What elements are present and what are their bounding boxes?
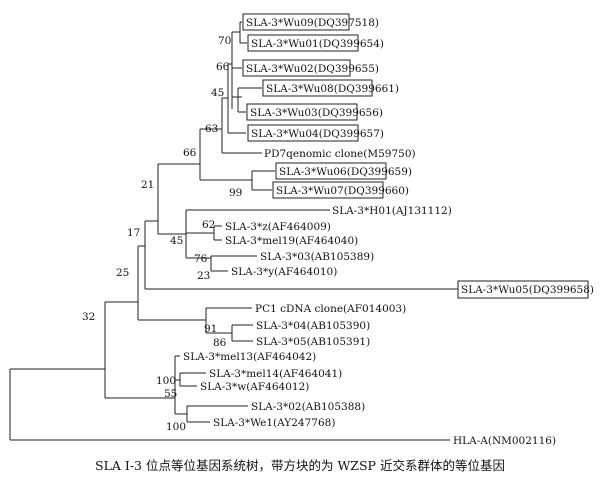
leaf-label: SLA-3*Wu06(DQ399659) — [279, 166, 412, 178]
phylogenetic-tree: SLA-3*Wu09(DQ397518) SLA-3*Wu01(DQ399654… — [9, 13, 594, 447]
leaf-label: SLA-3*w(AF464012) — [200, 381, 309, 393]
leaf-label: SLA-3*mel19(AF464040) — [225, 235, 358, 247]
bootstrap-value: 66 — [216, 61, 230, 73]
leaf-label: SLA-3*Wu03(DQ399656) — [250, 107, 383, 119]
tree-branches — [9, 21, 458, 441]
bootstrap-value: 100 — [166, 421, 186, 433]
leaf-label: SLA-3*03(AB105389) — [260, 251, 374, 263]
bootstrap-value: 63 — [205, 123, 218, 135]
leaf-label: SLA-3*04(AB105390) — [256, 320, 370, 332]
leaf-label: SLA-3*Wu07(DQ399660) — [276, 185, 409, 197]
leaf-box — [242, 13, 350, 31]
leaf-label: HLA-A(NM002116) — [453, 435, 556, 447]
leaf-label: SLA-3*y(AF464010) — [231, 266, 337, 278]
bootstrap-value: 66 — [183, 147, 197, 159]
figure-caption: SLA Ⅰ-3 位点等位基因系统树，带方块的为 WZSP 近交系群体的等位基因 — [95, 458, 505, 473]
bootstrap-value: 45 — [170, 235, 183, 247]
leaf-box — [275, 162, 387, 180]
leaf-label: SLA-3*Wu01(DQ399654) — [251, 38, 384, 50]
leaf-label: SLA-3*Wu08(DQ399661) — [266, 83, 399, 95]
leaf-label: SLA-3*We1(AY247768) — [213, 417, 335, 429]
leaf-label: PC1 cDNA clone(AF014003) — [255, 303, 406, 315]
leaf-box — [457, 280, 589, 299]
leaf-label: SLA-3*05(AB105391) — [256, 336, 370, 348]
bootstrap-value: 62 — [202, 219, 215, 231]
leaf-label: SLA-3*Wu02(DQ399655) — [246, 63, 379, 75]
leaf-box — [242, 59, 351, 77]
leaf-label: SLA-3*Wu09(DQ397518) — [246, 17, 379, 29]
leaf-label: SLA-3*H01(AJ131112) — [332, 205, 452, 217]
leaf-label: SLA-3*02(AB105388) — [251, 401, 365, 413]
leaf-label: SLA-3*mel14(AF464041) — [209, 368, 342, 380]
leaf-labels: SLA-3*Wu09(DQ397518) SLA-3*Wu01(DQ399654… — [183, 13, 594, 447]
leaf-label: SLA-3*z(AF464009) — [225, 221, 331, 233]
bootstrap-values: 70 66 45 63 66 99 21 62 45 76 23 17 25 9… — [82, 35, 242, 433]
bootstrap-value: 23 — [197, 270, 210, 282]
bootstrap-value: 17 — [127, 227, 140, 239]
leaf-box — [272, 181, 384, 199]
bootstrap-value: 86 — [213, 337, 227, 349]
leaf-label: SLA-3*Wu04(DQ399657) — [251, 128, 384, 140]
leaf-box — [247, 34, 359, 52]
bootstrap-value: 70 — [218, 35, 231, 47]
leaf-label: PD7qenomic clone(M59750) — [264, 148, 416, 160]
leaf-box — [246, 103, 358, 121]
bootstrap-value: 99 — [229, 187, 242, 199]
bootstrap-value: 32 — [82, 311, 95, 323]
leaf-label: SLA-3*Wu05(DQ399658) — [461, 284, 594, 296]
leaf-label: SLA-3*mel13(AF464042) — [183, 351, 316, 363]
bootstrap-value: 100 — [156, 375, 176, 387]
bootstrap-value: 25 — [116, 267, 129, 279]
leaf-box — [262, 79, 373, 97]
bootstrap-value: 45 — [211, 87, 224, 99]
bootstrap-value: 21 — [141, 179, 154, 191]
bootstrap-value: 76 — [194, 253, 208, 265]
leaf-box — [247, 124, 359, 142]
bootstrap-value: 91 — [204, 323, 217, 335]
bootstrap-value: 55 — [164, 388, 177, 400]
